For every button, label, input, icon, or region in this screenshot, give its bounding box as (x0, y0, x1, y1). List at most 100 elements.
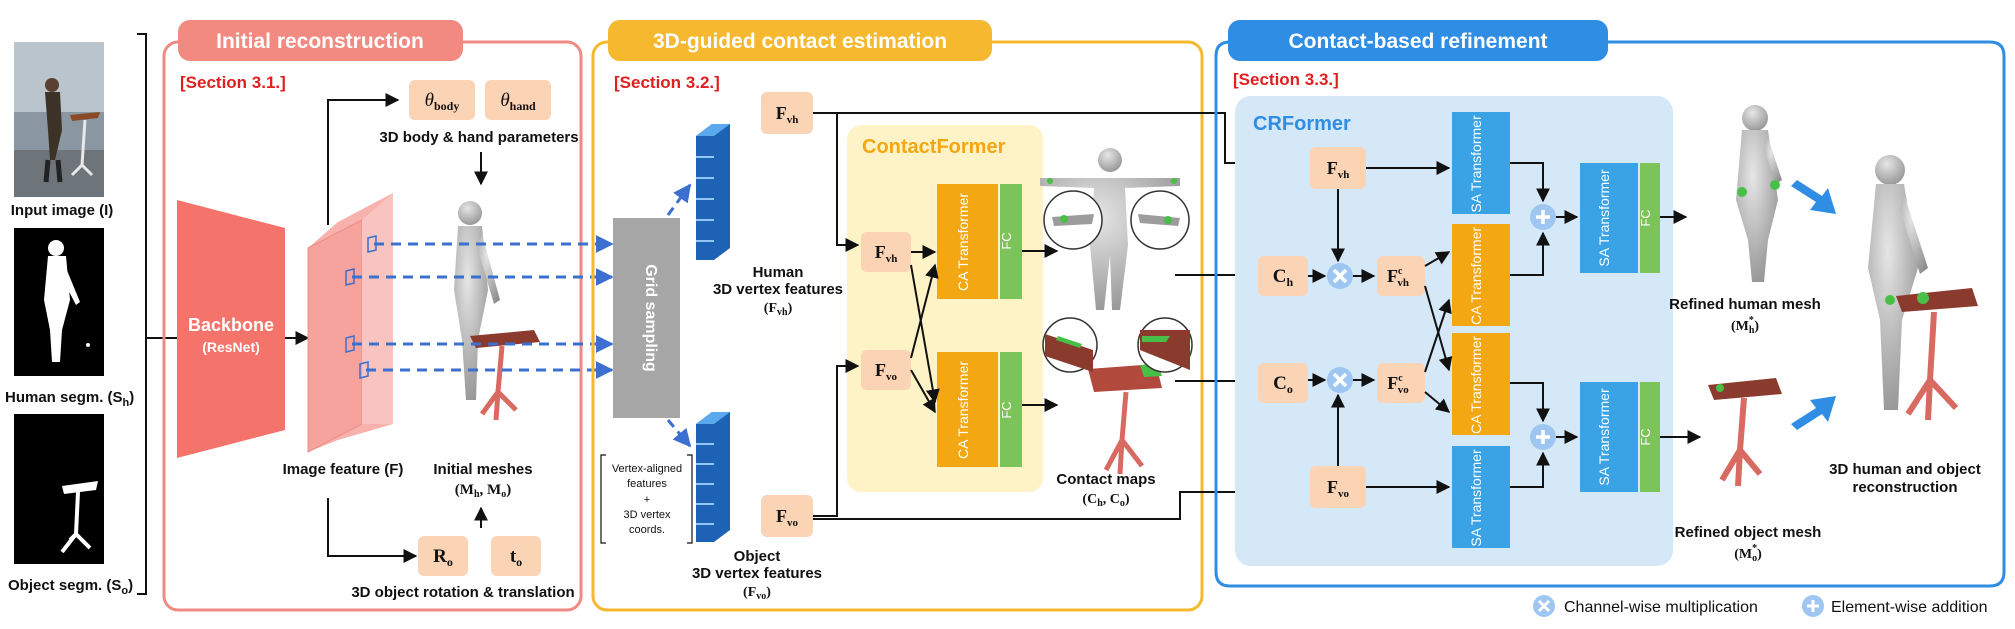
note-line4: 3D vertex (623, 509, 671, 521)
rot-trans-label: 3D object rotation & translation (351, 584, 574, 601)
fvo-symbol-sec3: Fvo (1327, 477, 1350, 500)
fvo-symbol-contactformer: Fvo (875, 360, 898, 383)
section3-title: Contact-based refinement (1288, 30, 1547, 53)
backbone-label: Backbone (188, 315, 274, 335)
initial-meshes-label: Initial meshes (433, 461, 532, 478)
legend-add-icon (1802, 595, 1824, 617)
ca-transformer-human-label: CA Transformer (955, 193, 971, 291)
refined-object-label: Refined object mesh (1675, 524, 1822, 541)
fvo-symbol-sec2: Fvo (776, 506, 799, 529)
sa-transformer-human-out (1580, 163, 1638, 273)
backbone-sub-label: (ResNet) (202, 339, 260, 355)
sa-transformer-top (1452, 112, 1510, 214)
grid-sampling-block (613, 218, 680, 418)
fvh-symbol-contactformer: Fvh (875, 242, 898, 265)
image-feature-slab (307, 193, 393, 453)
human-features-line2: 3D vertex features (713, 281, 843, 298)
sa-transformer-bottom (1452, 446, 1510, 548)
fc-object-label: FC (999, 401, 1014, 418)
legend: Channel-wise multiplication Element-wise… (1533, 595, 1988, 617)
section-contact-refinement: Contact-based refinement [Section 3.3.] … (1214, 20, 2006, 588)
translation-symbol: to (510, 546, 522, 569)
object-segm-label: Object segm. (So) (8, 577, 133, 597)
grid-to-features-arrows (666, 183, 692, 448)
final-label-line1: 3D human and object (1829, 461, 1981, 478)
add-op-object (1530, 424, 1556, 450)
note-line2: features (627, 478, 667, 490)
sa-transformer-object-out (1580, 382, 1638, 492)
section3-tag: [Section 3.3.] (1233, 70, 1339, 89)
legend-multiply-icon (1533, 595, 1555, 617)
input-image (14, 42, 104, 197)
fc-object-out-label: FC (1638, 428, 1653, 445)
section1-title-pill (178, 20, 463, 61)
human-features-line1: Human (753, 264, 804, 281)
fvh-symbol-sec3: Fvh (1327, 158, 1350, 181)
contact-map-human (1040, 148, 1190, 310)
input-column: Input image (I) Human segm. (Sh) Object … (5, 33, 180, 597)
projection-arrows (352, 235, 614, 379)
legend-add-label: Element-wise addition (1831, 599, 1988, 616)
object-segmentation-mask (14, 414, 104, 564)
legend-multiply-label: Channel-wise multiplication (1564, 599, 1758, 616)
rotation-box (418, 536, 468, 576)
fc-object (1000, 352, 1022, 467)
section3-frame (1214, 40, 2006, 588)
refined-human-mesh (1736, 105, 1782, 282)
human-features-symbol: (Fvh) (764, 301, 793, 318)
note-line1: Vertex-aligned (612, 463, 682, 475)
object-features-symbol: (Fvo) (743, 585, 771, 602)
fvo-c-box (1377, 363, 1425, 403)
fvh-box-sec2 (761, 92, 813, 134)
initial-meshes-math: (Mh, Mo) (455, 482, 511, 500)
contact-maps-symbol: (Ch, Co) (1082, 492, 1129, 509)
fvo-box-sec2 (761, 495, 813, 537)
refined-object-mesh (1708, 378, 1782, 487)
theta-hand-symbol: θhand (500, 90, 536, 113)
refined-object-symbol: (M*o) (1734, 543, 1762, 564)
fc-human-out (1640, 163, 1660, 273)
ca-transformer-refine-human-label: CA Transformer (1468, 227, 1484, 325)
ca-transformer-refine-human (1452, 224, 1510, 326)
crformer-panel (1235, 96, 1673, 566)
multiply-op-human (1327, 263, 1353, 289)
grid-sampling-label: Grid sampling (642, 264, 659, 372)
sec3-arrows (1308, 161, 1702, 494)
fvh-c-box (1377, 256, 1425, 296)
section2-title: 3D-guided contact estimation (653, 30, 947, 53)
translation-box (491, 536, 541, 576)
ca-transformer-object-label: CA Transformer (955, 361, 971, 459)
sa-transformer-top-label: SA Transformer (1468, 115, 1484, 213)
image-feature-label: Image feature (F) (283, 461, 404, 478)
section2-tag: [Section 3.2.] (614, 73, 720, 92)
theta-body-symbol: θbody (425, 90, 460, 113)
ca-transformer-refine-object (1452, 333, 1510, 435)
projection-points (345, 235, 377, 379)
theta-body-box (409, 80, 475, 120)
multiply-op-object (1327, 367, 1353, 393)
section1-tag: [Section 3.1.] (180, 73, 286, 92)
ca-transformer-object (937, 352, 998, 467)
note-bracket-right (687, 454, 693, 544)
human-segm-label: Human segm. (Sh) (5, 389, 134, 409)
note-line5: coords. (629, 524, 665, 536)
contact-map-object (1042, 317, 1193, 475)
contactformer-label: ContactFormer (862, 136, 1006, 158)
human-segmentation-mask (14, 228, 104, 376)
sa-transformer-human-out-label: SA Transformer (1596, 169, 1612, 267)
fvh-symbol-sec2: Fvh (776, 103, 799, 126)
section3-title-pill (1228, 20, 1608, 61)
rotation-symbol: Ro (433, 546, 453, 569)
section-initial-reconstruction: Initial reconstruction [Section 3.1.] Ba… (162, 20, 614, 612)
fc-human-out-label: FC (1638, 209, 1653, 226)
ca-transformer-refine-object-label: CA Transformer (1468, 336, 1484, 434)
final-label-line2: reconstruction (1852, 479, 1957, 496)
refined-human-symbol: (M*h) (1731, 315, 1759, 336)
merge-arrow-bottom (1791, 396, 1836, 430)
fvo-box-contactformer (861, 350, 911, 390)
section1-title: Initial reconstruction (216, 30, 424, 53)
section-contact-estimation: 3D-guided contact estimation [Section 3.… (591, 20, 1312, 612)
sa-transformer-object-out-label: SA Transformer (1596, 388, 1612, 486)
